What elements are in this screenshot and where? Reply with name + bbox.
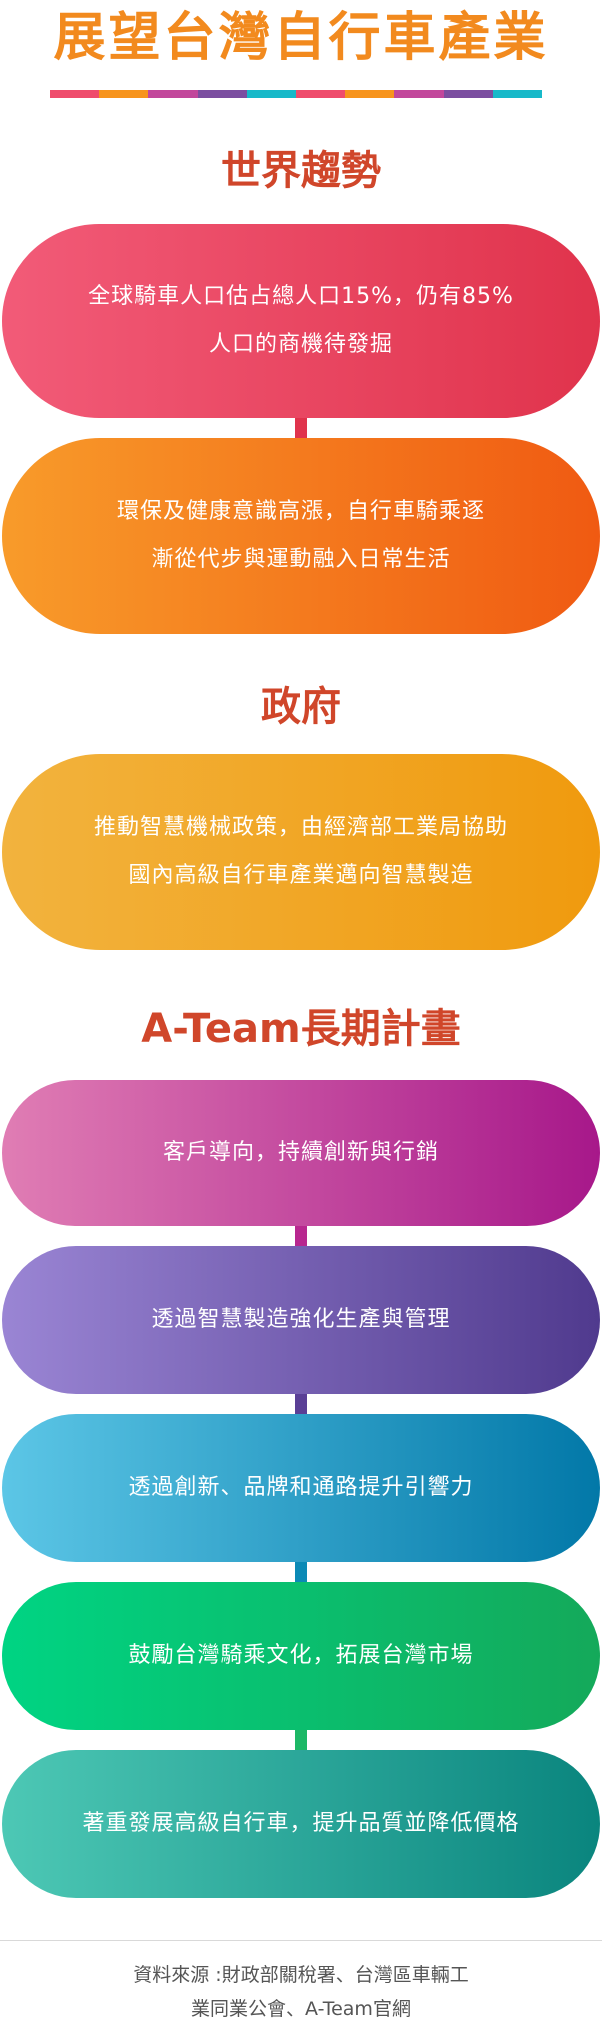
- plan-pill-3: 透過創新、品牌和通路提升引響力: [2, 1414, 600, 1562]
- plan-pill-line: 客戶導向，持續創新與行銷: [162, 1140, 439, 1165]
- pill-connector: [295, 1394, 307, 1414]
- color-stripe-segment: [197, 90, 247, 98]
- section-heading-world-trends: 世界趨勢: [221, 148, 381, 194]
- color-stripe-segment: [345, 90, 395, 98]
- trend-pill-text: 全球騎車人口估占總人口15%，仍有85% 人口的商機待發掘: [88, 273, 514, 369]
- trend-pill-text: 環保及健康意識高漲，自行車騎乘逐 漸從代步與運動融入日常生活: [117, 488, 485, 584]
- pill-connector: [295, 1730, 307, 1750]
- plan-pill-line: 透過智慧製造強化生產與管理: [151, 1307, 451, 1332]
- plan-pill-5: 著重發展高級自行車，提升品質並降低價格: [2, 1750, 600, 1898]
- page-title: 展望台灣自行車產業: [53, 8, 549, 68]
- color-stripe-bar: [50, 90, 543, 98]
- plan-pill-line: 透過創新、品牌和通路提升引響力: [128, 1475, 474, 1500]
- pill-connector: [295, 1562, 307, 1582]
- pill-connector: [295, 418, 307, 438]
- trend-pill-line: 環保及健康意識高漲，自行車騎乘逐: [116, 499, 485, 524]
- color-stripe-segment: [443, 90, 493, 98]
- trend-pill-1: 全球騎車人口估占總人口15%，仍有85% 人口的商機待發掘: [2, 224, 600, 418]
- plan-pill-4: 鼓勵台灣騎乘文化，拓展台灣市場: [2, 1582, 600, 1730]
- trend-pill-line: 全球騎車人口估占總人口15%，仍有85%: [88, 284, 514, 309]
- plan-pill-line: 著重發展高級自行車，提升品質並降低價格: [82, 1811, 520, 1836]
- color-stripe-segment: [296, 90, 346, 98]
- source-line: 業同業公會、A-Team官網: [191, 1998, 411, 2020]
- color-stripe-segment: [148, 90, 198, 98]
- section-heading-government: 政府: [261, 684, 341, 730]
- plan-pill-line: 鼓勵台灣騎乘文化，拓展台灣市場: [128, 1643, 474, 1668]
- color-stripe-segment: [394, 90, 444, 98]
- government-pill-line: 國內高級自行車產業邁向智慧製造: [128, 863, 474, 888]
- color-stripe-segment: [50, 90, 100, 98]
- trend-pill-line: 漸從代步與運動融入日常生活: [151, 547, 451, 572]
- pill-connector: [295, 1226, 307, 1246]
- government-pill: 推動智慧機械政策，由經濟部工業局協助 國內高級自行車產業邁向智慧製造: [2, 754, 600, 950]
- trend-pill-line: 人口的商機待發掘: [208, 332, 393, 357]
- source-note: 資料來源 :財政部關稅署、台灣區車輛工 業同業公會、A-Team官網: [30, 1958, 572, 2026]
- color-stripe-segment: [246, 90, 297, 98]
- trend-pill-2: 環保及健康意識高漲，自行車騎乘逐 漸從代步與運動融入日常生活: [2, 438, 600, 634]
- government-pill-text: 推動智慧機械政策，由經濟部工業局協助 國內高級自行車產業邁向智慧製造: [94, 804, 508, 900]
- section-heading-a-team-plan: A-Team長期計畫: [141, 1006, 461, 1052]
- government-pill-line: 推動智慧機械政策，由經濟部工業局協助: [93, 815, 508, 840]
- color-stripe-segment: [99, 90, 149, 98]
- footer-divider: [0, 1940, 602, 1941]
- plan-pill-1: 客戶導向，持續創新與行銷: [2, 1080, 600, 1226]
- plan-pill-2: 透過智慧製造強化生產與管理: [2, 1246, 600, 1394]
- color-stripe-segment: [492, 90, 543, 98]
- source-line: 資料來源 :財政部關稅署、台灣區車輛工: [133, 1964, 469, 1986]
